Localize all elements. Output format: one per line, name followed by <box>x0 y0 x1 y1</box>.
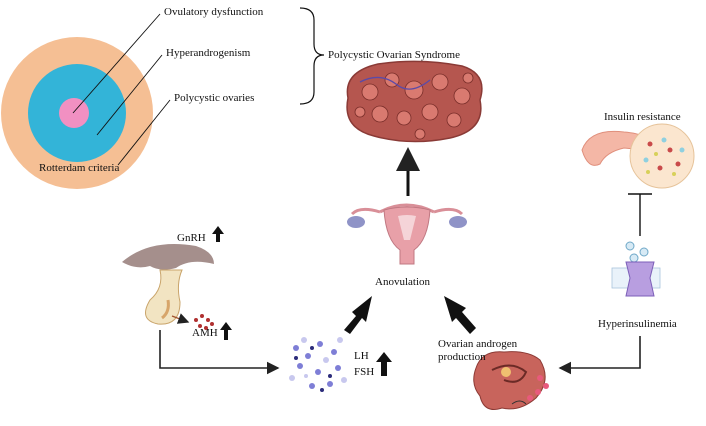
rotterdam-criteria-title: Rotterdam criteria <box>39 162 120 174</box>
criteria-bracket <box>299 7 325 105</box>
fsh-label: FSH <box>354 366 375 378</box>
gnrh-label: GnRH <box>177 232 206 244</box>
uterus-illustration <box>347 203 467 265</box>
amh-label: AMH <box>192 327 218 339</box>
lh-label: LH <box>354 350 369 362</box>
criterion-hyperandrogenism: Hyperandrogenism <box>166 47 251 59</box>
hyperinsulinemia-label: Hyperinsulinemia <box>598 318 677 330</box>
insulin-resistance-label: Insulin resistance <box>604 111 681 123</box>
ovarian-androgen-label-line2: production <box>438 351 486 363</box>
amh-up-arrow <box>220 322 232 340</box>
pituitary-to-gonadotropin-connector <box>159 330 280 375</box>
anovulation-label: Anovulation <box>375 276 430 288</box>
polycystic-ovary-illustration <box>346 60 483 143</box>
increase-arrows <box>212 226 392 376</box>
pancreas-adipose-illustration <box>581 123 695 189</box>
ovarian-androgen-label-line1: Ovarian androgen <box>438 338 518 350</box>
hormone-particles <box>289 337 347 392</box>
ovary-androgen-illustration <box>473 351 549 410</box>
lh-fsh-up-arrow <box>376 352 392 376</box>
insulin-receptor-illustration <box>611 241 661 297</box>
inner-core <box>59 98 89 128</box>
criterion-polycystic-ovaries: Polycystic ovaries <box>174 92 255 104</box>
criterion-ovulatory-dysfunction: Ovulatory dysfunction <box>164 6 264 18</box>
rotterdam-circles <box>1 13 171 189</box>
pituitary-illustration <box>122 244 214 330</box>
gonadotropin-to-anovulation-arrow <box>344 296 372 334</box>
hyperinsulinemia-to-ovary-connector <box>558 336 641 375</box>
pcos-label: Polycystic Ovarian Syndrome <box>328 49 460 61</box>
androgen-to-anovulation-arrow <box>444 296 476 334</box>
gnrh-up-arrow <box>212 226 224 242</box>
